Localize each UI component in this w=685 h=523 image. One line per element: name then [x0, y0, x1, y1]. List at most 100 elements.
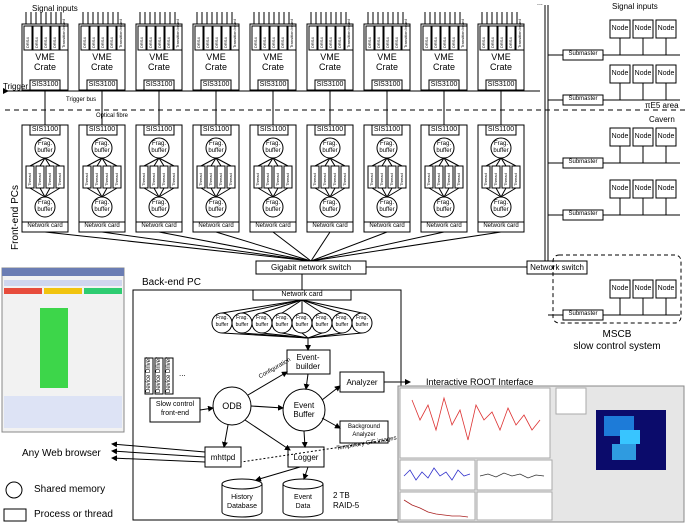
drs4-label: DRS4	[280, 37, 285, 48]
transition-board-label: Transition board	[61, 19, 66, 48]
thread-link	[215, 157, 232, 167]
backend-network-card: Network card	[281, 291, 323, 298]
node-label: Node	[611, 185, 629, 192]
crate-slot	[374, 25, 384, 51]
event-buffer-line2: Buffer	[293, 410, 315, 419]
node-label: Node	[634, 25, 652, 32]
thread-link	[272, 157, 279, 167]
front-end-pc	[306, 124, 354, 233]
vme-crate-line2: Crate	[261, 62, 285, 72]
node-label: Node	[634, 133, 652, 140]
legend-shared-memory: Shared memory	[34, 484, 106, 495]
thread-label: Thread	[228, 173, 233, 186]
drs4-label: DRS4	[43, 37, 48, 48]
thread-link	[500, 187, 517, 198]
crate-slot	[287, 25, 297, 51]
backend-card-link	[241, 299, 303, 314]
drs4-label: DRS4	[262, 37, 267, 48]
device-driver-ellipsis: ...	[179, 369, 186, 378]
thread-label: Thread	[426, 173, 431, 186]
crate-slot	[173, 25, 183, 51]
crate-slot	[344, 25, 354, 51]
sis1100-label: SIS1100	[202, 126, 230, 133]
drs4-label: DRS4	[148, 37, 153, 48]
frag-buffer-line2: buffer	[265, 207, 281, 213]
backend-frag-line1: Frag.	[296, 315, 308, 321]
network-card-label: Network card	[27, 223, 63, 229]
frag-buffer-line2: buffer	[322, 148, 338, 154]
backend-builder-link	[261, 332, 309, 339]
drs4-label: DRS4	[481, 37, 486, 48]
thread-link	[158, 187, 175, 198]
background-analyzer-line2: Analyzer	[352, 432, 376, 438]
frag-buffer-line1: Frag.	[151, 141, 167, 147]
thread-link	[257, 187, 274, 198]
vme-crate-line1: VME	[35, 52, 55, 62]
thread-link	[495, 187, 502, 198]
thread-link	[485, 187, 502, 198]
vme-crate-line2: Crate	[489, 62, 513, 72]
frag-buffer-line1: Frag.	[493, 200, 509, 206]
thread-link	[443, 157, 460, 167]
thread-link	[210, 187, 217, 198]
crate-slot	[515, 25, 525, 51]
thread-link	[86, 187, 103, 198]
thread-link	[101, 157, 118, 167]
slow-control-line1: Slow control	[155, 401, 195, 408]
frag-buffer-line1: Frag.	[436, 141, 452, 147]
crate-slot	[488, 25, 498, 51]
thread-link	[500, 157, 507, 167]
network-card-label: Network card	[369, 223, 405, 229]
backend-frag-line2: buffer	[295, 322, 309, 328]
crate-slot	[23, 25, 33, 51]
thread-link	[500, 187, 507, 198]
gigabit-switch-label: Gigabit network switch	[270, 263, 352, 272]
thread-label: Thread	[141, 173, 146, 186]
analyzer-label: Analyzer	[346, 378, 378, 387]
backend-frag-line1: Frag.	[256, 315, 268, 321]
front-end-pc	[363, 124, 411, 233]
crate-slot	[50, 25, 60, 51]
sis1100-label: SIS1100	[259, 126, 287, 133]
vme-crate-line2: Crate	[90, 62, 114, 72]
frag-buffer-line1: Frag.	[151, 200, 167, 206]
backend-frag-line1: Frag.	[276, 315, 288, 321]
thread-label: Thread	[114, 173, 119, 186]
thread-label: Thread	[27, 173, 32, 186]
sis3100-label: SIS3100	[487, 81, 515, 88]
backend-card-link	[281, 299, 303, 314]
thread-link	[324, 187, 331, 198]
sis1100-label: SIS1100	[487, 126, 515, 133]
backend-card-link	[221, 299, 303, 314]
submaster-label: Submaster	[568, 51, 598, 57]
backend-frag-line2: buffer	[255, 322, 269, 328]
thread-link	[267, 157, 274, 167]
thread-link	[438, 187, 445, 198]
drs4-label: DRS4	[385, 37, 390, 48]
switch-link	[44, 231, 312, 262]
crate-slot	[401, 25, 411, 51]
node-label: Node	[611, 285, 629, 292]
submaster-label: Submaster	[568, 96, 598, 102]
frag-buffer-line2: buffer	[493, 148, 509, 154]
thread-link	[495, 157, 502, 167]
thread-link	[96, 157, 103, 167]
backend-card-link	[301, 299, 323, 314]
frag-buffer-line1: Frag.	[379, 200, 395, 206]
frag-buffer-line2: buffer	[379, 207, 395, 213]
signal-inputs-right-label: Signal inputs	[612, 2, 658, 11]
thread-link	[329, 187, 336, 198]
thread-label: Thread	[322, 173, 327, 186]
network-card-label: Network card	[84, 223, 120, 229]
crate-slot	[212, 25, 222, 51]
thread-label: Thread	[275, 173, 280, 186]
crate-slot	[278, 25, 288, 51]
thread-link	[371, 187, 388, 198]
transition-board-label: Transition board	[175, 19, 180, 48]
thread-label: Thread	[151, 173, 156, 186]
crate-slot	[440, 25, 450, 51]
thread-link	[381, 157, 388, 167]
thread-link	[386, 157, 393, 167]
backend-frag-line1: Frag.	[236, 315, 248, 321]
thread-link	[29, 157, 46, 167]
